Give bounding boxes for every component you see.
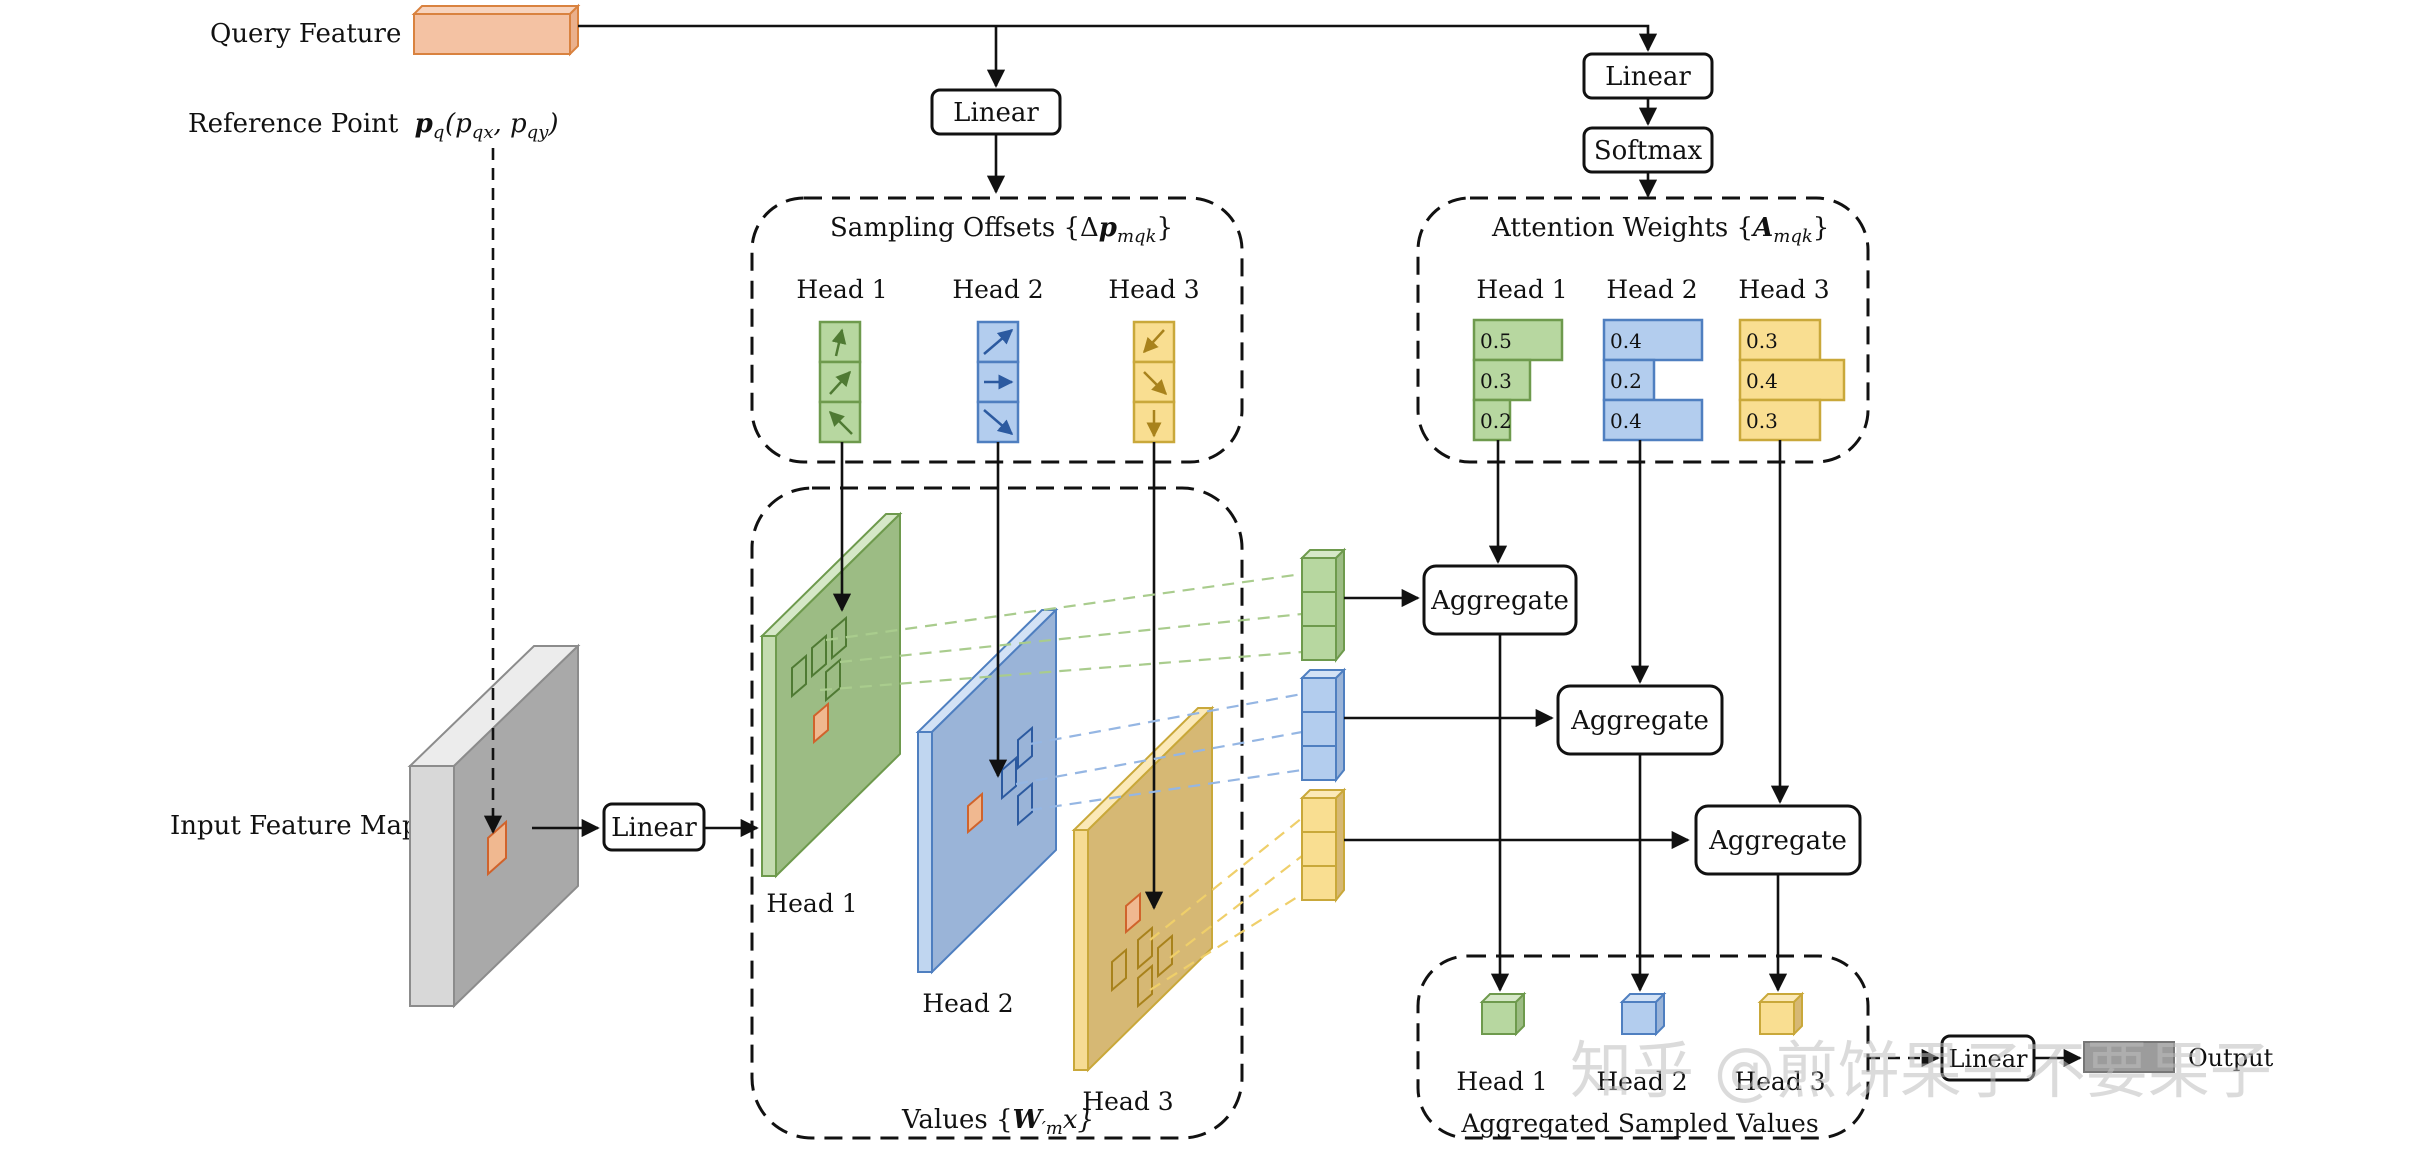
svg-text:0.3: 0.3	[1480, 369, 1512, 393]
aggregated-cube-head-1	[1479, 991, 1527, 1037]
output-linear-box: Linear	[1940, 1034, 2036, 1082]
head-2-projection-lines	[1015, 692, 1303, 812]
svg-text:Linear: Linear	[1605, 62, 1691, 92]
svg-text:0.4: 0.4	[1746, 369, 1778, 393]
aggregate-head-1: Aggregate	[1422, 564, 1578, 636]
aggregated-head-3-label: Head 3	[1734, 1067, 1825, 1096]
attention-weights-title: Attention Weights {Amqk}	[1491, 213, 1829, 247]
watermark-text: 知乎 @煎饼果子不要果子	[1570, 1034, 2272, 1107]
offset-linear-box: Linear	[930, 88, 1062, 136]
svg-text:0.4: 0.4	[1610, 329, 1642, 353]
output-vector: Output	[2083, 1041, 2274, 1073]
aggregated-values-title: Aggregated Sampled Values	[1460, 1109, 1818, 1138]
sampled-values-head-1	[1299, 547, 1347, 663]
aggregated-head-2-label: Head 2	[1596, 1067, 1687, 1096]
aggregate-head-3: Aggregate	[1694, 804, 1862, 876]
weight-head-1-label: Head 1	[1476, 275, 1567, 304]
value-head-2-sample-point	[967, 791, 983, 835]
svg-text:0.3: 0.3	[1746, 329, 1778, 353]
svg-text:Linear: Linear	[611, 813, 697, 843]
offset-head-3-stack	[1132, 320, 1176, 444]
svg-text:Reference Point pq: Reference Point pq	[188, 109, 444, 143]
svg-text:Softmax: Softmax	[1594, 136, 1703, 166]
reference-point-label: Reference Point pq (pqx, pqy)	[188, 109, 559, 143]
svg-text:0.5: 0.5	[1480, 329, 1512, 353]
svg-text:0.2: 0.2	[1480, 409, 1512, 433]
svg-text:0.4: 0.4	[1610, 409, 1642, 433]
value-head-2-label: Head 2	[922, 989, 1013, 1018]
offset-head-2-stack	[976, 320, 1020, 444]
value-head-2-plane	[915, 607, 1059, 975]
svg-text:Query Feature zq: Query Feature zq	[210, 19, 444, 53]
weight-head-1-bars: 0.5 0.3 0.2	[1472, 318, 1564, 442]
svg-text:0.2: 0.2	[1610, 369, 1642, 393]
offset-head-2-label: Head 2	[952, 275, 1043, 304]
sampling-offsets-title: Sampling Offsets {Δpmqk}	[830, 213, 1173, 247]
input-feature-map-label: Input Feature Map x	[170, 811, 451, 841]
value-linear-box: Linear	[602, 802, 706, 852]
svg-text:(pqx, pqy): (pqx, pqy)	[445, 109, 559, 143]
input-feature-map	[407, 643, 581, 1009]
value-head-3-sample-point	[1125, 891, 1141, 935]
attention-linear-box: Linear	[1582, 52, 1714, 100]
svg-text:Input Feature Map x: Input Feature Map x	[170, 811, 451, 841]
aggregated-head-1-label: Head 1	[1456, 1067, 1547, 1096]
weight-head-3-label: Head 3	[1738, 275, 1829, 304]
head-1-projection-lines	[819, 572, 1303, 692]
aggregated-values-region	[1416, 954, 1870, 1140]
head-3-projection-lines	[1149, 817, 1303, 991]
aggregated-cube-head-2	[1619, 991, 1667, 1037]
query-feature-label: Query Feature zq	[210, 19, 444, 53]
softmax-box: Softmax	[1582, 126, 1714, 174]
value-head-1-label: Head 1	[766, 889, 857, 918]
sampled-values-head-2	[1299, 667, 1347, 783]
offset-head-1-stack	[818, 320, 862, 444]
svg-text:Aggregate: Aggregate	[1570, 706, 1709, 736]
sampled-values-head-3	[1299, 787, 1347, 903]
attention-weights-region	[1416, 196, 1870, 464]
offset-head-3-label: Head 3	[1108, 275, 1199, 304]
aggregated-cube-head-3	[1757, 991, 1805, 1037]
svg-text:Aggregate: Aggregate	[1708, 826, 1847, 856]
weight-head-2-label: Head 2	[1606, 275, 1697, 304]
svg-text:Aggregate: Aggregate	[1430, 586, 1569, 616]
values-title: Values {W′mx}	[901, 1105, 1094, 1139]
svg-text:Linear: Linear	[1948, 1045, 2028, 1073]
svg-text:0.3: 0.3	[1746, 409, 1778, 433]
offset-head-1-label: Head 1	[796, 275, 887, 304]
weight-head-2-bars: 0.4 0.2 0.4	[1602, 318, 1704, 442]
svg-text:Output: Output	[2188, 1044, 2274, 1072]
aggregate-head-2: Aggregate	[1556, 684, 1724, 756]
svg-text:Linear: Linear	[953, 98, 1039, 128]
query-feature-vector	[411, 3, 581, 57]
value-head-3-label: Head 3	[1082, 1087, 1173, 1116]
value-head-3-plane	[1071, 705, 1215, 1073]
weight-head-3-bars: 0.3 0.4 0.3	[1738, 318, 1846, 442]
value-head-1-sample-point	[813, 701, 829, 745]
value-head-1-plane	[759, 511, 903, 879]
